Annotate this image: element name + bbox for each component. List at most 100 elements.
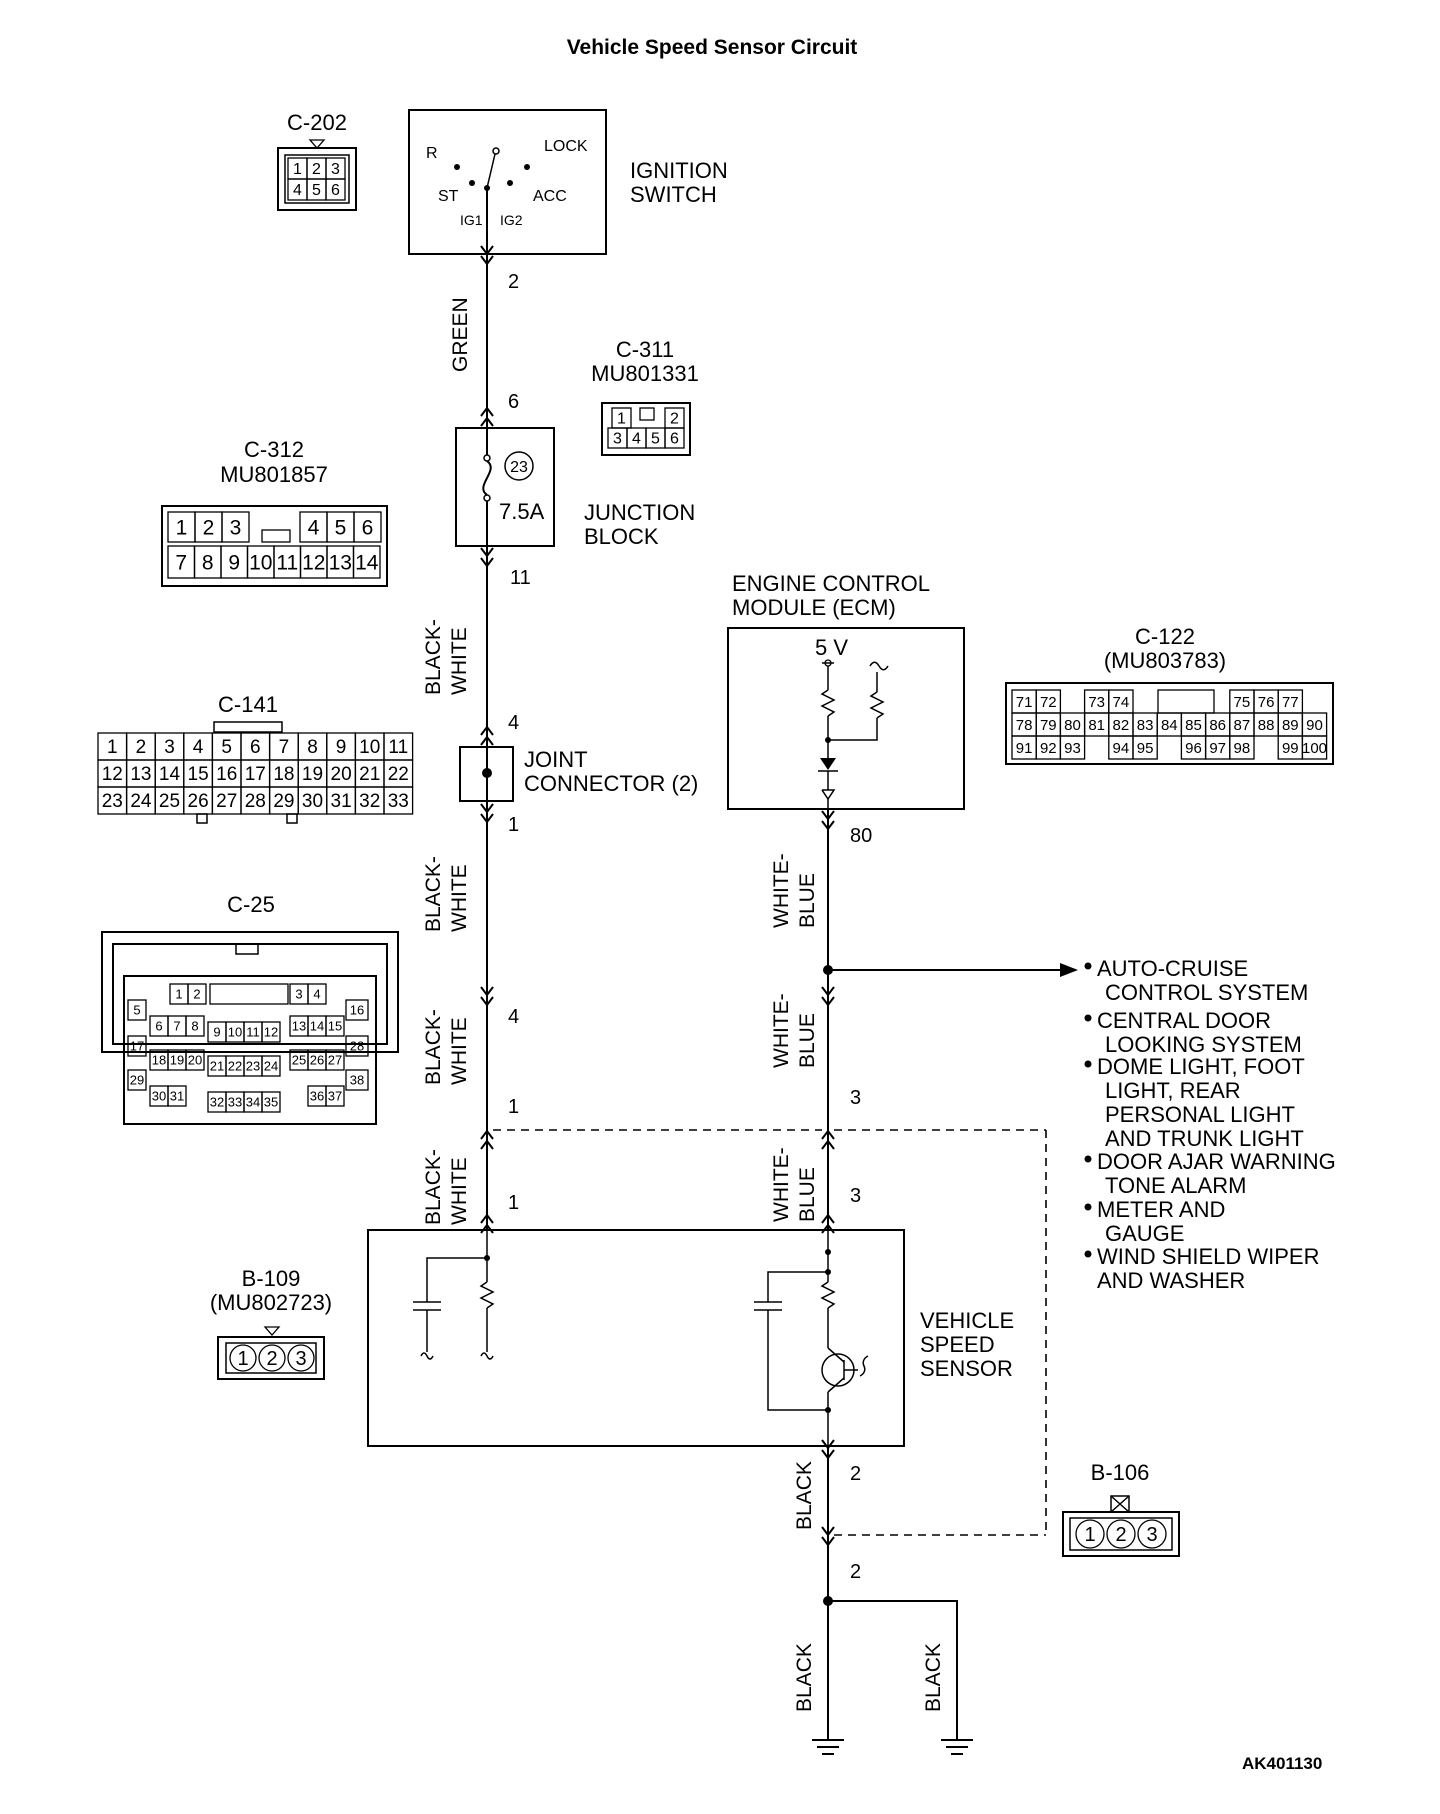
pin-number: 10 <box>249 551 272 574</box>
pin-number: 5 <box>221 737 232 758</box>
pin-number: 21 <box>210 1059 224 1074</box>
ignition-position-ig1: IG1 <box>460 212 483 228</box>
pin-number: 94 <box>1113 740 1130 757</box>
ignition-switch-label-1: IGNITION <box>630 158 728 183</box>
pin-number: 85 <box>1185 717 1202 734</box>
pin-number: 7 <box>173 1019 180 1034</box>
pin-number: 2 <box>266 1348 277 1370</box>
pin-number: 3 <box>230 516 242 539</box>
pin-number: 5 <box>133 1003 140 1018</box>
pin-number: 23 <box>102 791 123 812</box>
c311-name: C-311 <box>616 337 674 362</box>
destination-6-line-2: AND WASHER <box>1097 1268 1245 1293</box>
destination-6-line-1: WIND SHIELD WIPER <box>1097 1244 1319 1269</box>
wire-black-white-1b: WHITE <box>448 627 471 695</box>
sensor-label-2: SPEED <box>920 1332 995 1357</box>
destination-5-line-2: GAUGE <box>1105 1221 1184 1246</box>
pin-ecm-80: 80 <box>850 825 872 847</box>
pin-number: 22 <box>228 1059 242 1074</box>
pin-cell <box>261 1021 281 1043</box>
pin-cell <box>1132 735 1158 760</box>
destination-3-line-2: LIGHT, REAR <box>1105 1078 1241 1103</box>
pin-cell <box>353 511 382 543</box>
pin-number: 2 <box>203 516 215 539</box>
pin-number: 25 <box>159 791 180 812</box>
sensor-label-1: VEHICLE <box>920 1308 1014 1333</box>
pin-cell <box>287 1344 315 1372</box>
pin-number: 84 <box>1161 717 1178 734</box>
pin-number: 31 <box>331 791 352 812</box>
pin-cell <box>127 999 147 1021</box>
pin-number: 26 <box>188 791 209 812</box>
pin-number: 8 <box>191 1019 198 1034</box>
pin-number: 12 <box>264 1025 278 1040</box>
pin-number: 15 <box>328 1019 342 1034</box>
pin-number: 90 <box>1306 717 1323 734</box>
b109-name: B-109 <box>242 1266 301 1291</box>
left-wire-3: BLACK- WHITE 4 BLACK- WHITE 1 BLACK- WHI… <box>422 802 519 1234</box>
pin-number: 1 <box>293 161 302 178</box>
pin-number: 72 <box>1040 694 1057 711</box>
pin-number: 31 <box>170 1089 184 1104</box>
joint-connector-label-1: JOINT <box>524 747 588 772</box>
pin-number: 78 <box>1016 717 1033 734</box>
pin-cell <box>1137 1519 1167 1549</box>
pin-number: 32 <box>210 1095 224 1110</box>
pin-number: 21 <box>359 764 380 785</box>
wire-black-white-2a: BLACK- <box>422 856 445 932</box>
pin-number: 30 <box>152 1089 166 1104</box>
pin-number: 28 <box>245 791 266 812</box>
pin-cell <box>352 545 381 579</box>
pin-number: 80 <box>1064 717 1081 734</box>
destination-5-line-1: METER AND <box>1097 1197 1225 1222</box>
ecm-label-1: ENGINE CONTROL <box>732 571 930 596</box>
pin-number: 5 <box>335 516 347 539</box>
wire-black-white-1a: BLACK- <box>422 619 445 695</box>
wire-white-blue-1a: WHITE- <box>770 853 793 928</box>
pin-number: 22 <box>388 764 409 785</box>
destinations-list: AUTO-CRUISE CONTROL SYSTEM CENTRAL DOOR … <box>1084 956 1336 1293</box>
pin-cell <box>221 511 250 543</box>
wire-black-white-3b: WHITE <box>448 1017 471 1085</box>
pin-cell <box>261 529 291 543</box>
sensor-label-3: SENSOR <box>920 1356 1013 1381</box>
pin-wb-sensor-3: 3 <box>850 1185 861 1207</box>
pin-number: 75 <box>1234 694 1251 711</box>
c311-part: MU801331 <box>591 361 699 386</box>
pin-number: 79 <box>1040 717 1057 734</box>
pin-number: 10 <box>359 737 380 758</box>
pin-number: 1 <box>107 737 118 758</box>
pin-number: 7 <box>175 551 187 574</box>
pin-number: 74 <box>1113 694 1130 711</box>
right-wire: 80 WHITE- BLUE WHITE- BLUE 3 WHITE- BLUE… <box>770 809 1078 1234</box>
pin-number: 13 <box>329 551 352 574</box>
pin-number: 93 <box>1064 740 1081 757</box>
pin-cell <box>185 1015 205 1037</box>
destination-2-line-1: CENTRAL DOOR <box>1097 1008 1271 1033</box>
junction-block-label-2: BLOCK <box>584 524 659 549</box>
pin-cell <box>345 1035 369 1057</box>
pin-joint-1: 1 <box>508 814 519 836</box>
c122-part: (MU803783) <box>1104 648 1226 673</box>
pin-number: 29 <box>273 791 294 812</box>
pin-cell <box>1157 689 1215 714</box>
b106-name: B-106 <box>1091 1460 1150 1485</box>
ignition-position-r: R <box>426 145 438 162</box>
pin-number: 1 <box>176 516 188 539</box>
pin-number: 2 <box>193 987 200 1002</box>
pin-number: 33 <box>388 791 409 812</box>
wire-black-3: BLACK <box>922 1643 945 1712</box>
destination-1-line-2: CONTROL SYSTEM <box>1105 980 1308 1005</box>
vehicle-speed-sensor: VEHICLE SPEED SENSOR <box>367 1229 1014 1447</box>
pin-number: 4 <box>632 431 641 448</box>
pin-number: 19 <box>170 1053 184 1068</box>
pin-number: 20 <box>188 1053 202 1068</box>
pin-number: 23 <box>246 1059 260 1074</box>
pin-number: 83 <box>1137 717 1154 734</box>
pin-number: 17 <box>130 1039 144 1054</box>
pin-number: 89 <box>1282 717 1299 734</box>
left-wire: 2 GREEN <box>449 245 519 428</box>
pin-number: 3 <box>295 987 302 1002</box>
wire-white-blue-3a: WHITE- <box>770 1147 793 1222</box>
